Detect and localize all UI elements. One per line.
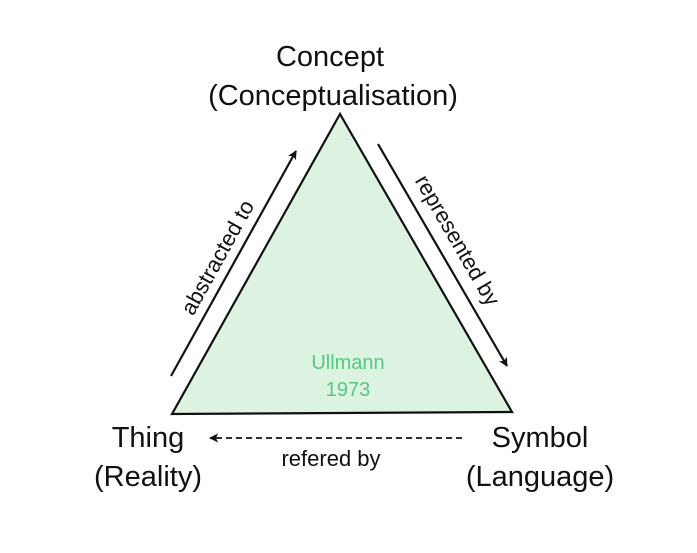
- triangle-shape: [172, 114, 512, 414]
- symbol-name: Symbol: [492, 422, 589, 454]
- citation-author: Ullmann: [311, 352, 384, 374]
- concept-name: Concept: [276, 41, 384, 73]
- edge-label-refered-by: refered by: [281, 446, 380, 471]
- thing-subtitle: (Reality): [94, 461, 202, 493]
- symbol-subtitle: (Language): [466, 461, 614, 493]
- citation-year: 1973: [326, 379, 371, 401]
- arrow-abstracted-to: [170, 150, 297, 377]
- triangle-outline: [170, 111, 514, 416]
- arrow-represented-by: [377, 143, 508, 367]
- thing-name: Thing: [112, 422, 185, 454]
- concept-subtitle: (Conceptualisation): [208, 80, 458, 112]
